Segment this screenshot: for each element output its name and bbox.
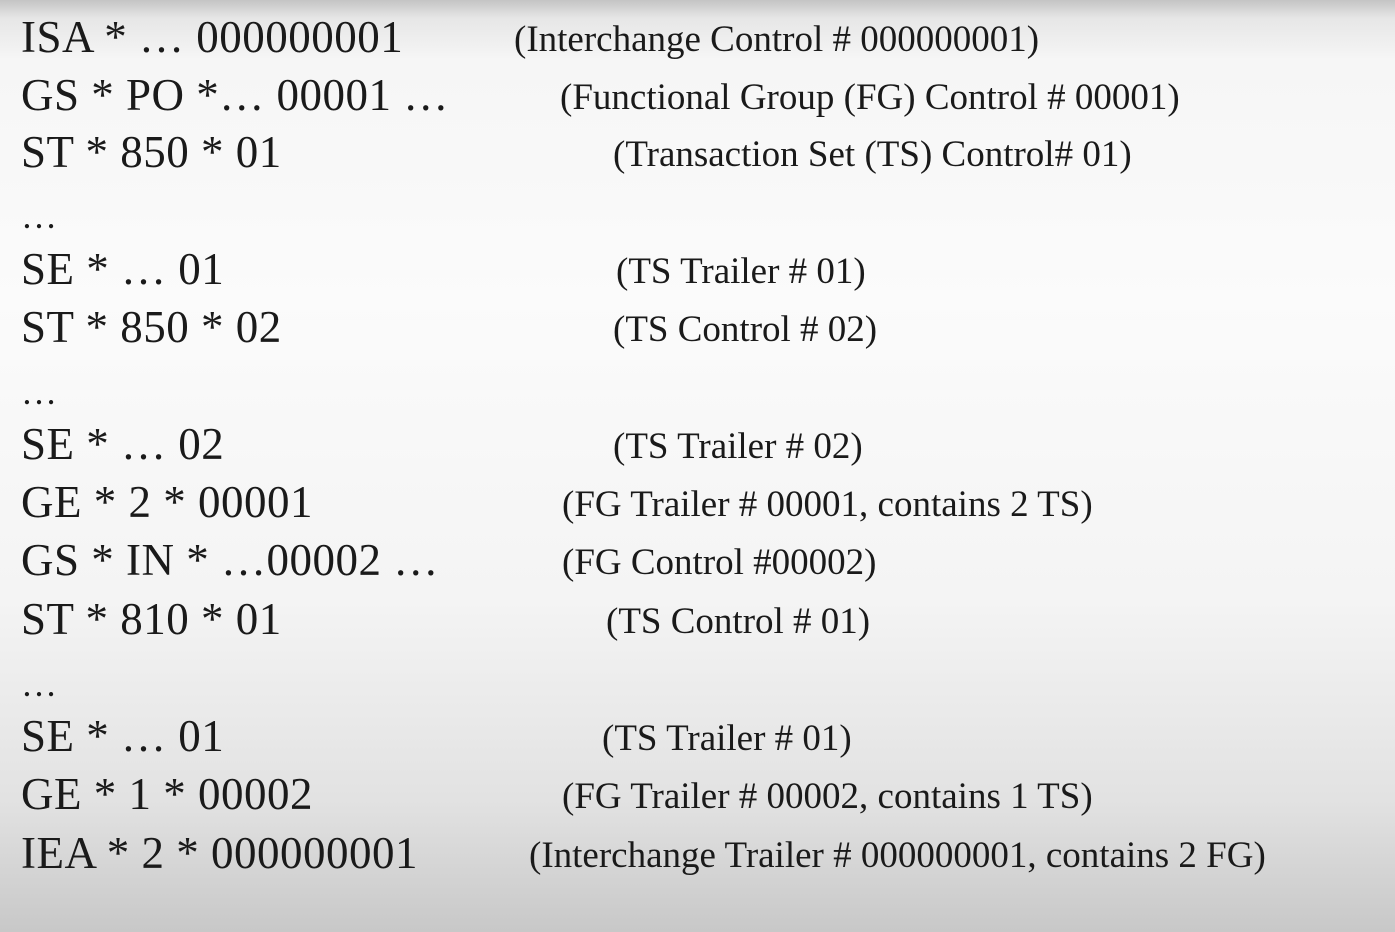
isa-line: ISA * … 000000001 (Interchange Control #… — [0, 8, 1395, 66]
segment-text: … — [21, 196, 58, 236]
se-line: SE * … 01 (TS Trailer # 01) — [0, 707, 1395, 765]
ge-line: GE * 1 * 00002 (FG Trailer # 00002, cont… — [0, 765, 1395, 823]
segment-text: ST * 850 * 01 — [21, 127, 282, 177]
gs-line: GS * PO *… 00001 … (Functional Group (FG… — [0, 66, 1395, 124]
segment-note: (FG Trailer # 00001, contains 2 TS) — [562, 484, 1093, 525]
ge-line: GE * 2 * 00001 (FG Trailer # 00001, cont… — [0, 473, 1395, 531]
segment-note: (Functional Group (FG) Control # 00001) — [560, 77, 1180, 118]
segment-text: ISA * … 000000001 — [21, 12, 404, 62]
segment-note: (TS Control # 02) — [613, 309, 878, 350]
segment-text: SE * … 01 — [21, 711, 225, 761]
se-line: SE * … 02 (TS Trailer # 02) — [0, 415, 1395, 473]
segment-note: (FG Trailer # 00002, contains 1 TS) — [562, 776, 1093, 817]
segment-note: (Transaction Set (TS) Control# 01) — [613, 134, 1132, 175]
gs-line: GS * IN * …00002 … (FG Control #00002) — [0, 531, 1395, 589]
ellipsis-line: … — [0, 664, 1395, 722]
st-line: ST * 810 * 01 (TS Control # 01) — [0, 590, 1395, 648]
se-line: SE * … 01 (TS Trailer # 01) — [0, 240, 1395, 298]
segment-text: SE * … 01 — [21, 244, 225, 294]
segment-note: (TS Trailer # 02) — [613, 426, 863, 467]
ellipsis-line: … — [0, 196, 1395, 254]
segment-text: SE * … 02 — [21, 419, 225, 469]
ellipsis-line: … — [0, 372, 1395, 430]
segment-text: ST * 850 * 02 — [21, 302, 282, 352]
st-line: ST * 850 * 02 (TS Control # 02) — [0, 298, 1395, 356]
segment-note: (FG Control #00002) — [562, 542, 877, 583]
segment-text: … — [21, 372, 58, 412]
segment-note: (Interchange Control # 000000001) — [514, 19, 1040, 60]
iea-line: IEA * 2 * 000000001 (Interchange Trailer… — [0, 824, 1395, 882]
segment-note: (TS Control # 01) — [606, 601, 871, 642]
segment-text: ST * 810 * 01 — [21, 594, 282, 644]
segment-text: … — [21, 664, 58, 704]
segment-note: (TS Trailer # 01) — [616, 251, 866, 292]
segment-text: GE * 2 * 00001 — [21, 477, 313, 527]
segment-text: GS * PO *… 00001 … — [21, 70, 449, 120]
segment-note: (TS Trailer # 01) — [602, 718, 852, 759]
segment-text: IEA * 2 * 000000001 — [21, 828, 418, 878]
st-line: ST * 850 * 01 (Transaction Set (TS) Cont… — [0, 123, 1395, 181]
segment-text: GS * IN * …00002 … — [21, 535, 439, 585]
segment-text: GE * 1 * 00002 — [21, 769, 313, 819]
segment-note: (Interchange Trailer # 000000001, contai… — [529, 835, 1266, 876]
